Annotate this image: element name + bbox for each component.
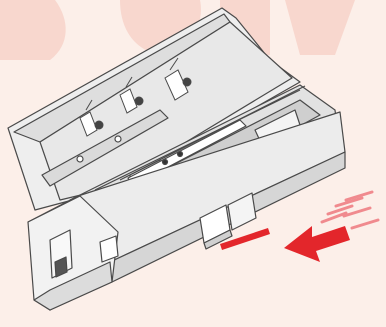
arrow-left-icon: [284, 192, 378, 262]
